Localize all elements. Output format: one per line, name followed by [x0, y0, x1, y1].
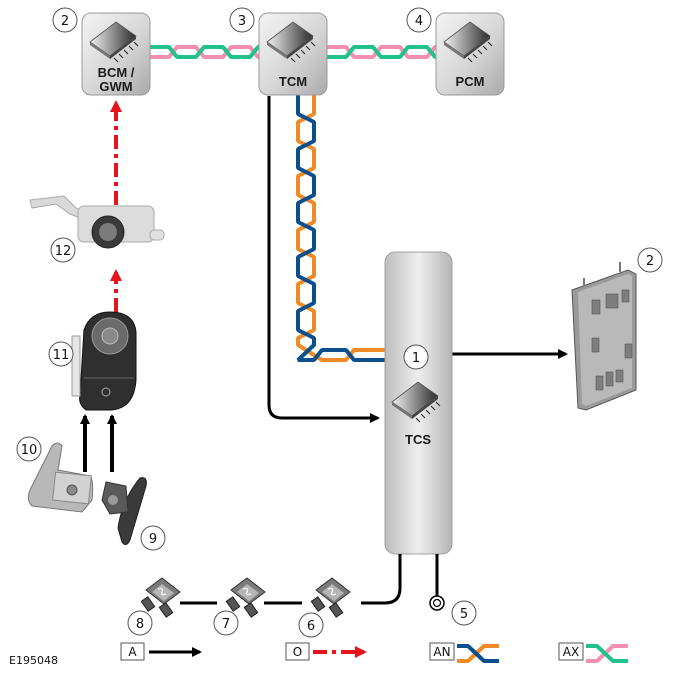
hardwire-tcm-to-tcs — [267, 96, 380, 423]
svg-text:6: 6 — [307, 619, 315, 634]
callout-tcs: 1 — [403, 344, 429, 370]
fuse-6-icon — [310, 577, 351, 618]
svg-text:2: 2 — [646, 254, 654, 269]
callout-paddle-9: 9 — [140, 525, 166, 551]
callout-ground: 5 — [451, 600, 477, 626]
tcs-label: TCS — [405, 432, 431, 447]
tcm-module: TCM — [258, 12, 328, 96]
svg-text:2: 2 — [61, 14, 69, 29]
can-body-bus-ax — [150, 45, 437, 59]
can-powertrain-bus-an — [296, 95, 385, 362]
svg-text:8: 8 — [136, 617, 144, 632]
svg-text:12: 12 — [55, 244, 72, 259]
callout-fuse-7: 7 — [213, 610, 239, 636]
svg-text:9: 9 — [149, 532, 157, 547]
clockspring-image — [29, 195, 165, 249]
tcm-label: TCM — [279, 74, 307, 89]
svg-text:O: O — [293, 645, 302, 659]
pcm-module: PCM — [435, 12, 505, 96]
callout-bcm: 2 — [52, 7, 78, 33]
bcm-gwm-module: BCM / GWM — [81, 12, 151, 96]
legend-hardwired: A — [120, 642, 202, 661]
callout-tcm: 3 — [229, 7, 255, 33]
callout-fuse-box: 2 — [637, 247, 663, 273]
callout-pcm: 4 — [406, 7, 432, 33]
steering-switch-image — [71, 311, 137, 411]
svg-text:AN: AN — [433, 645, 450, 659]
fuse-8-icon — [140, 577, 181, 618]
legend-can-body: AX — [558, 642, 628, 663]
svg-text:AX: AX — [563, 645, 579, 659]
figure-code: E195048 — [9, 654, 58, 667]
legend-can-powertrain: AN — [429, 642, 499, 663]
bcm-label-line1: BCM / — [98, 65, 135, 80]
svg-text:5: 5 — [460, 607, 468, 622]
svg-text:10: 10 — [21, 443, 38, 458]
svg-text:4: 4 — [415, 14, 423, 29]
bcm-label-line2: GWM — [99, 79, 132, 94]
callout-paddle-10: 10 — [16, 436, 42, 462]
hardwire-fuse-chain — [180, 554, 402, 605]
callout-steering-switch: 11 — [48, 341, 74, 367]
callout-clockspring: 12 — [50, 237, 76, 263]
svg-text:1: 1 — [412, 351, 420, 366]
fuse-7-icon — [225, 577, 266, 618]
svg-text:7: 7 — [222, 617, 230, 632]
svg-text:3: 3 — [238, 14, 246, 29]
svg-text:11: 11 — [53, 348, 70, 363]
svg-text:A: A — [128, 645, 137, 659]
callout-fuse-6: 6 — [298, 612, 324, 638]
paddle-10-image — [27, 442, 94, 513]
fuse-box-image — [571, 262, 637, 411]
legend-lin-bus: O — [285, 642, 367, 661]
paddle-9-image — [101, 477, 147, 546]
pcm-label: PCM — [456, 74, 485, 89]
tcs-module: TCS — [384, 251, 453, 555]
callout-fuse-8: 8 — [127, 610, 153, 636]
ground-icon — [429, 595, 445, 611]
